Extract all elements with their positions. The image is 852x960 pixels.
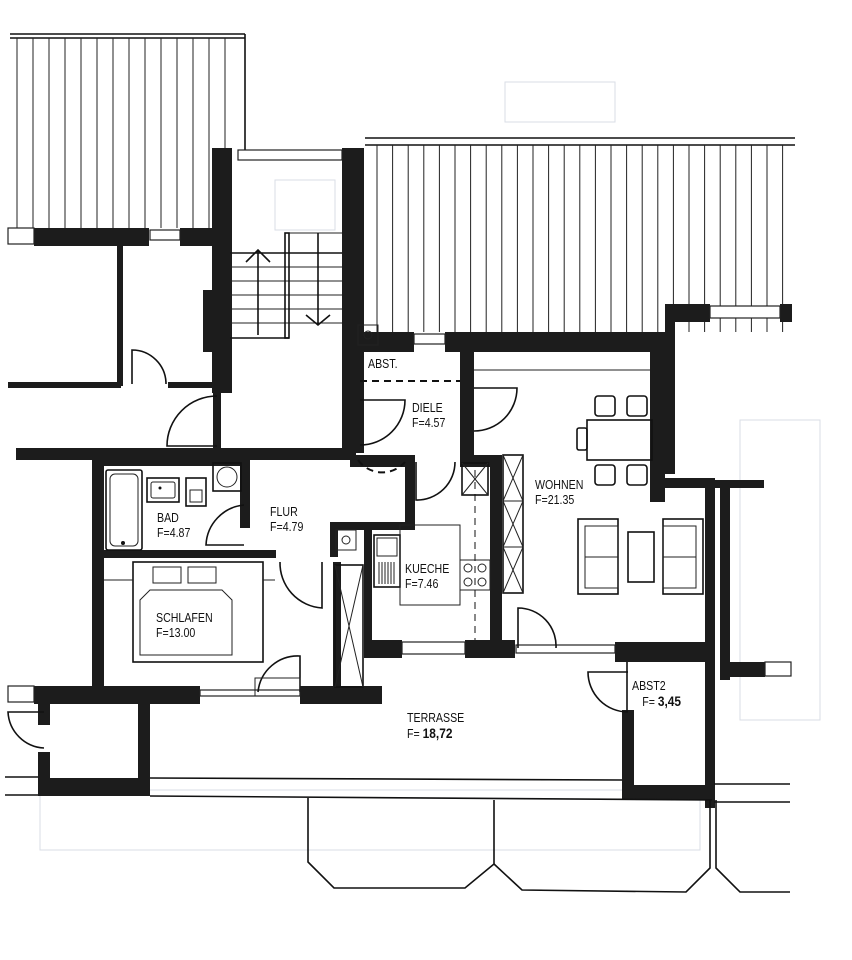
room-name: ABST. [368, 357, 398, 371]
ghost-lines [39, 81, 821, 851]
room-name: SCHLAFEN [156, 611, 213, 625]
terrace-outline [5, 776, 790, 893]
room-area-prefix: F= [407, 727, 420, 741]
room-name: KUECHE [405, 562, 450, 576]
room-label-abst2: ABST2 F= 3,45 [632, 679, 681, 710]
windows [7, 149, 792, 703]
room-label-wohnen: WOHNEN F=21.35 [535, 478, 583, 508]
room-area: F=4.57 [412, 416, 446, 430]
room-label-schlafen: SCHLAFEN F=13.00 [156, 611, 213, 641]
fixtures [104, 324, 704, 688]
room-label-diele: DIELE F=4.57 [412, 401, 445, 431]
balcony-top-right [365, 137, 795, 332]
room-name: WOHNEN [535, 478, 584, 492]
room-name: TERRASSE [407, 711, 465, 725]
balcony-top-left [10, 33, 246, 228]
room-area: F=4.79 [270, 520, 304, 534]
room-name: DIELE [412, 401, 443, 415]
room-label-abst: ABST. [368, 357, 398, 372]
walls [8, 148, 792, 808]
room-area: F=13.00 [156, 626, 196, 640]
room-area-prefix: F= [642, 695, 655, 709]
room-label-kueche: KUECHE F=7.46 [405, 562, 449, 592]
room-label-terrasse: TERRASSE F= 18,72 [407, 711, 464, 742]
room-area: F=7.46 [405, 577, 439, 591]
staircase [230, 232, 342, 339]
room-area: 18,72 [422, 725, 453, 741]
room-label-bad: BAD F=4.87 [157, 511, 190, 541]
room-area: 3,45 [657, 693, 682, 709]
room-name: ABST2 [632, 679, 666, 693]
room-label-flur: FLUR F=4.79 [270, 505, 303, 535]
doors [7, 349, 629, 749]
room-name: BAD [157, 511, 179, 525]
room-area: F=21.35 [535, 493, 575, 507]
room-name: FLUR [270, 505, 298, 519]
room-area: F=4.87 [157, 526, 191, 540]
